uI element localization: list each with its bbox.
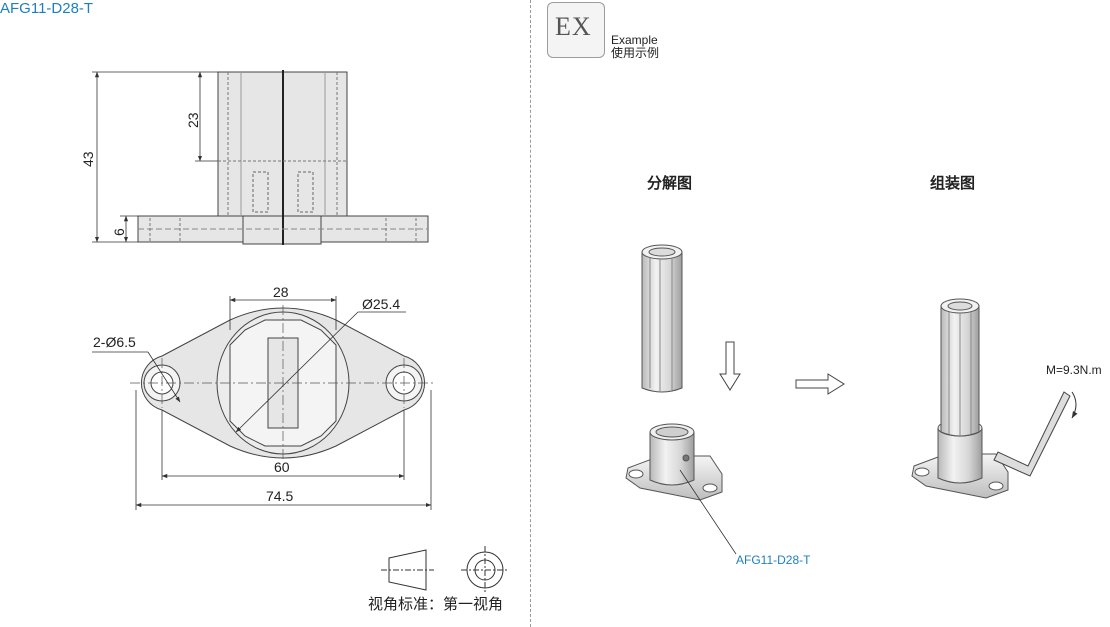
example-caption-cn: 使用示例 (611, 46, 660, 60)
dim-flat-width: 28 (273, 284, 289, 300)
rotation-arrow-icon (1071, 391, 1078, 419)
example-caption-en: Example (611, 33, 658, 47)
torque-label: M=9.3N.m (1046, 363, 1102, 377)
assembled-socket (937, 427, 983, 484)
top-dimension-lines (92, 296, 432, 510)
callout-leader (679, 469, 737, 555)
example-badge-text: EX (555, 12, 592, 41)
first-angle-symbol (381, 546, 509, 594)
example-caption: Example 使用示例 (611, 34, 659, 60)
section-divider (530, 0, 531, 627)
truncated-cone-icon (388, 549, 427, 591)
assembled-view-heading: 组装图 (930, 175, 976, 192)
part-number-title: AFG11-D28-T (0, 0, 94, 17)
exploded-view-heading: 分解图 (647, 175, 693, 192)
dim-holes: 2-Ø6.5 (93, 334, 136, 350)
assembled-view (911, 298, 1071, 499)
dim-bore-diameter: Ø25.4 (362, 296, 401, 312)
view-standard-label: 视角标准：第一视角 (368, 596, 504, 613)
socket-3d (649, 431, 695, 486)
front-elevation (137, 70, 429, 245)
example-badge (547, 2, 605, 58)
right-arrow-icon (795, 373, 845, 395)
down-arrow-icon (719, 341, 741, 391)
front-dimension-lines (92, 71, 218, 243)
exploded-view (625, 244, 741, 501)
dim-hole-pitch: 60 (274, 459, 290, 475)
hex-key-icon (993, 391, 1071, 477)
callout-label: AFG11-D28-T (736, 553, 811, 567)
aluminium-tube (641, 251, 683, 393)
top-centerlines (130, 305, 436, 462)
dim-overall-length: 74.5 (266, 488, 294, 504)
